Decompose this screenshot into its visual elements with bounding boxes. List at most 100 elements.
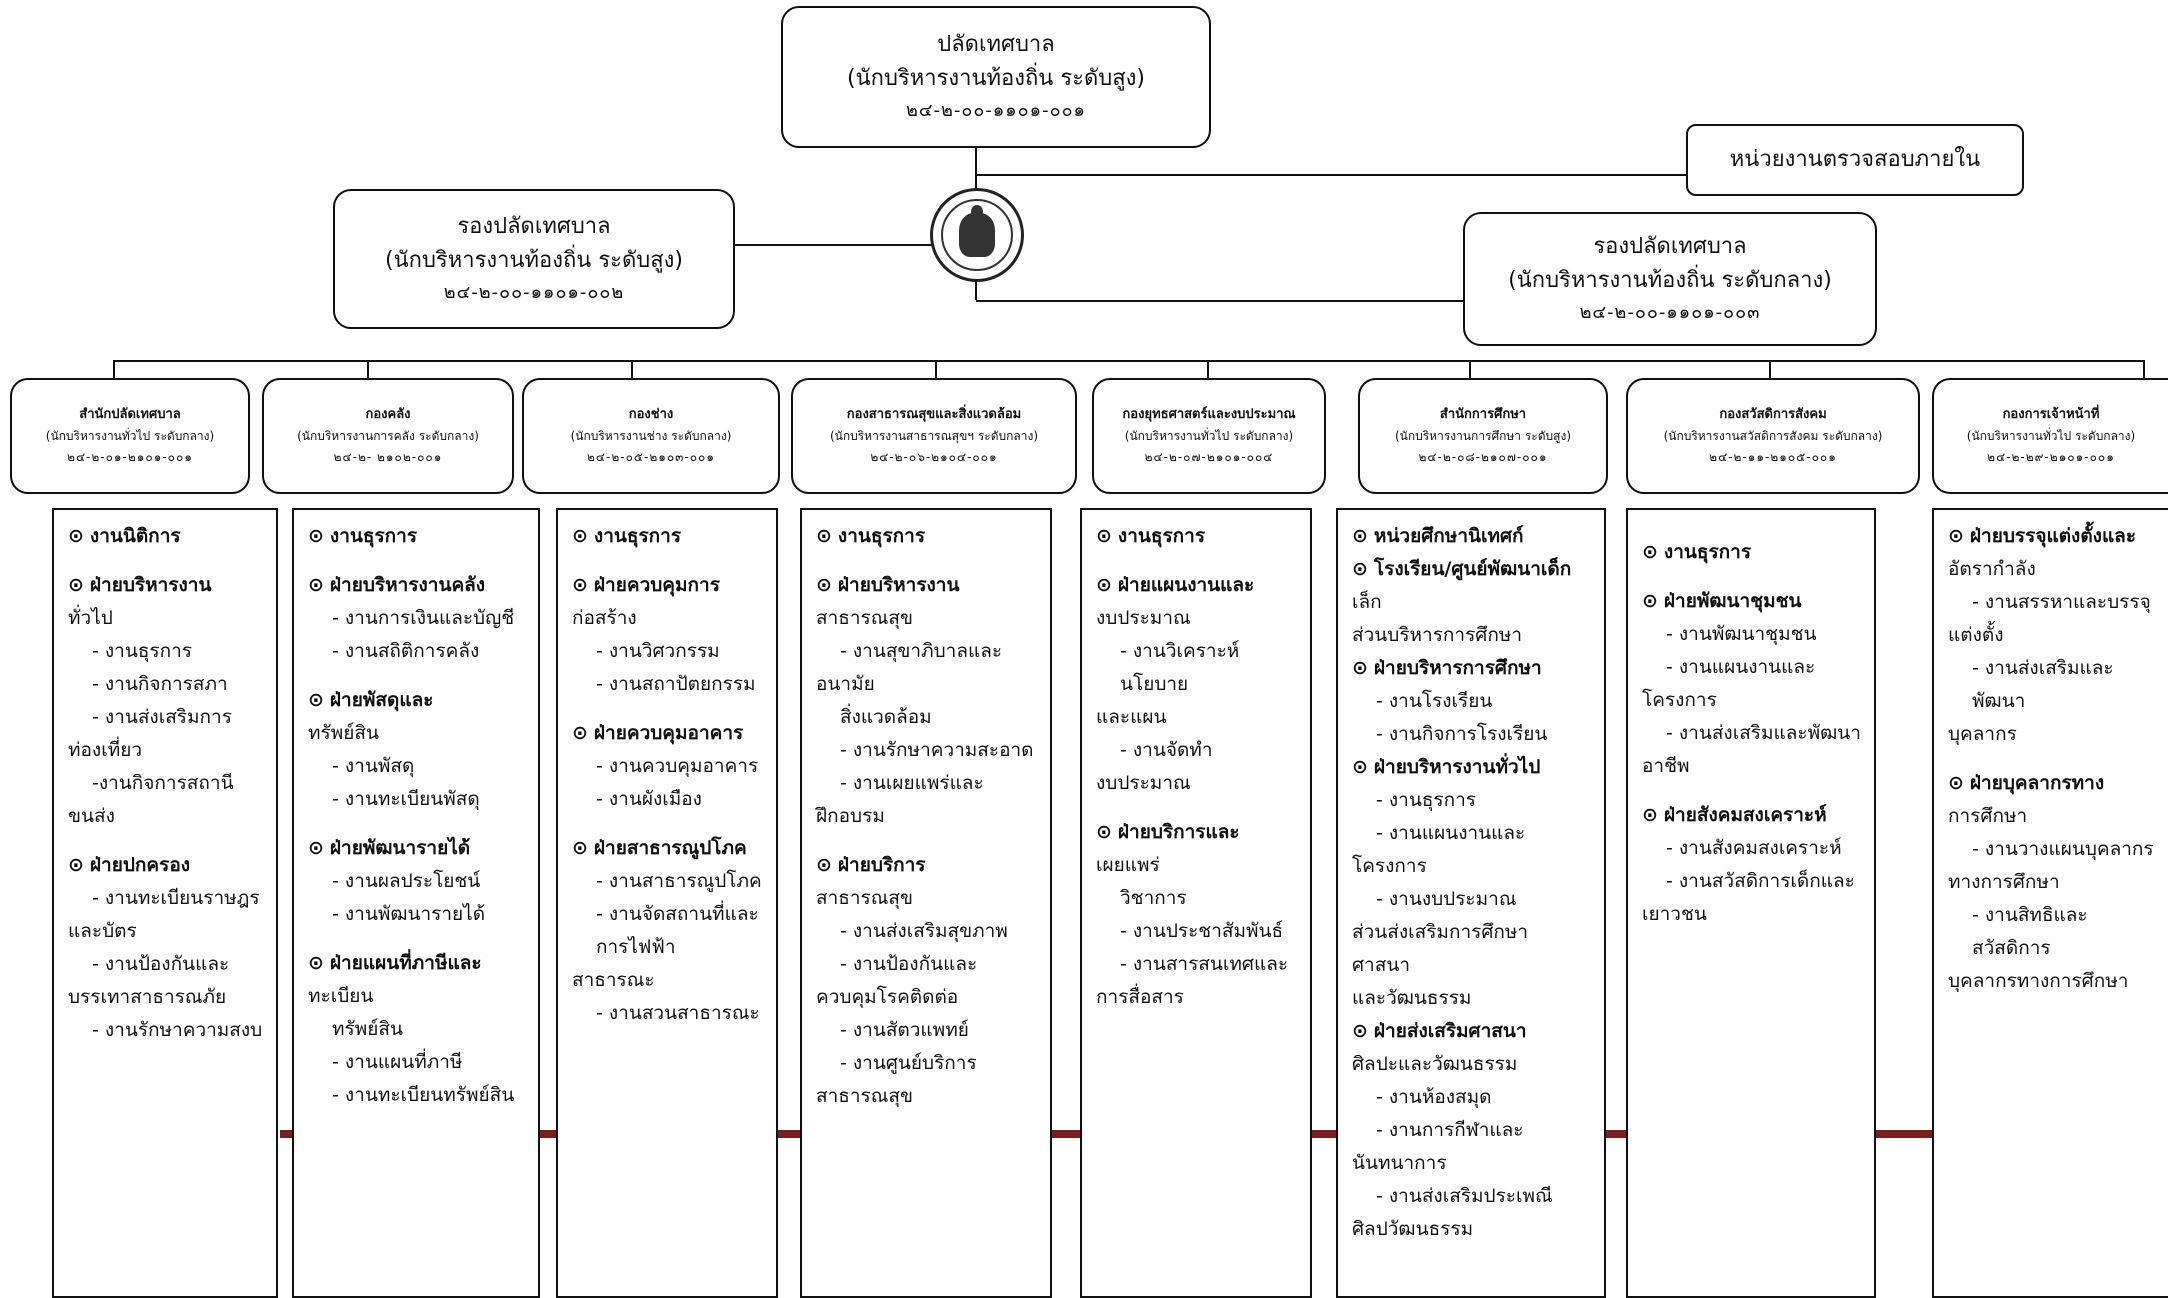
list-item: - งานพัสดุ (308, 750, 528, 783)
target-bullet-icon: ⊙ (816, 854, 832, 876)
target-bullet-icon: ⊙ (1642, 804, 1658, 826)
section-heading: ⊙ฝ่ายสาธารณูปโภค (572, 832, 766, 865)
target-bullet-icon: ⊙ (572, 525, 588, 547)
list-item: - งานส่งเสริมและพัฒนา (1642, 717, 1864, 750)
list-item: บุคลากร (1948, 718, 2158, 751)
item-text: - งานจัดทำ (1120, 739, 1213, 761)
section-heading: ⊙งานนิติการ (68, 520, 266, 553)
list-spacer (1642, 783, 1864, 799)
list-item: - งานป้องกันและ (68, 948, 266, 981)
section-heading: ⊙โรงเรียน/ศูนย์พัฒนาเด็ก (1352, 553, 1594, 586)
list-item: - งานสวัสดิการเด็กและ (1642, 865, 1864, 898)
dept-header-4[interactable]: กองสาธารณสุขและสิ่งแวดล้อม (นักบริหารงาน… (791, 378, 1077, 494)
item-text: - งานส่งเสริมประเพณี (1376, 1185, 1553, 1207)
list-item: - งานศูนย์บริการ (816, 1047, 1040, 1080)
item-text: เผยแพร่ (1096, 854, 1160, 876)
list-item: - งานทะเบียนทรัพย์สิน (308, 1079, 528, 1112)
section-heading: ⊙ฝ่ายควบคุมการ (572, 569, 766, 602)
list-item: นันทนาการ (1352, 1147, 1594, 1180)
dept-header-5[interactable]: กองยุทธศาสตร์และงบประมาณ (นักบริหารงานทั… (1092, 378, 1326, 494)
list-item: -งานกิจการสถานี (68, 767, 266, 800)
item-text: - งานเผยแพร่และ (840, 772, 984, 794)
dept-header-1[interactable]: สำนักปลัดเทศบาล (นักบริหารงานทั่วไป ระดั… (10, 378, 250, 494)
target-bullet-icon: ⊙ (308, 689, 324, 711)
item-text: - งานสรรหาและบรรจุ (1972, 591, 2151, 613)
list-item: ขนส่ง (68, 800, 266, 833)
list-item: โครงการ (1642, 684, 1864, 717)
audit-label: หน่วยงานตรวจสอบภายใน (1729, 147, 1981, 172)
section-heading: ⊙ฝ่ายพัฒนาชุมชน (1642, 585, 1864, 618)
target-bullet-icon: ⊙ (68, 574, 84, 596)
target-bullet-icon: ⊙ (308, 574, 324, 596)
list-item: - งานสรรหาและบรรจุ (1948, 586, 2158, 619)
dept-code: ๒๔-๒-๐๖-๒๑๐๔-๐๐๑ (870, 450, 998, 464)
dept-header-2[interactable]: กองคลัง (นักบริหารงานการคลัง ระดับกลาง) … (262, 378, 514, 494)
dept-header-7[interactable]: กองสวัสดิการสังคม (นักบริหารงานสวัสดิการ… (1626, 378, 1920, 494)
dept-code: ๒๔-๒- ๒๑๐๒-๐๐๑ (333, 450, 443, 464)
item-text: - งานธุรการ (1376, 789, 1477, 811)
deputy-right-box[interactable]: รองปลัดเทศบาล (นักบริหารงานท้องถิ่น ระดั… (1463, 212, 1877, 346)
section-heading: ⊙ฝ่ายสังคมสงเคราะห์ (1642, 799, 1864, 832)
item-text: - งานวิศวกรรม (596, 640, 720, 662)
item-text: ก่อสร้าง (572, 607, 637, 629)
list-item: - งานสารสนเทศและ (1096, 948, 1300, 981)
item-text: ฝ่ายบริหารงานทั่วไป (1373, 756, 1541, 778)
list-item: - งานสถิติการคลัง (308, 635, 528, 668)
dept-header-3[interactable]: กองช่าง (นักบริหารงานช่าง ระดับกลาง) ๒๔-… (522, 378, 780, 494)
list-item: - งานพัฒนาชุมชน (1642, 618, 1864, 651)
list-item: - งานการเงินและบัญชี (308, 602, 528, 635)
dept-level: (นักบริหารงานช่าง ระดับกลาง) (570, 429, 732, 443)
chief-box[interactable]: ปลัดเทศบาล (นักบริหารงานท้องถิ่น ระดับสู… (781, 6, 1211, 148)
dept-code: ๒๔-๒-๑๑-๒๑๐๕-๐๐๑ (1709, 450, 1837, 464)
list-item: งบประมาณ (1096, 767, 1300, 800)
connector-departments-bar (113, 360, 2143, 362)
section-heading: ⊙ฝ่ายพัฒนารายได้ (308, 832, 528, 865)
item-text: การศึกษา (1948, 805, 2028, 827)
band (540, 1130, 560, 1138)
drop-1 (113, 360, 115, 378)
list-item: - งานธุรการ (68, 635, 266, 668)
item-text: งานธุรการ (593, 525, 682, 547)
item-text: - งานจัดสถานที่และ (596, 903, 759, 925)
list-item: - งานห้องสมุด (1352, 1081, 1594, 1114)
dept-header-8[interactable]: กองการเจ้าหน้าที่ (นักบริหารงานทั่วไป ระ… (1932, 378, 2168, 494)
dept-level: (นักบริหารงานการศึกษา ระดับสูง) (1394, 429, 1572, 443)
item-text: งานธุรการ (329, 525, 418, 547)
drop-3 (631, 360, 633, 378)
item-text: โครงการ (1352, 855, 1427, 877)
list-item: - งานผลประโยชน์ (308, 865, 528, 898)
dept-header-6[interactable]: สำนักการศึกษา (นักบริหารงานการศึกษา ระดั… (1358, 378, 1608, 494)
deputy-left-box[interactable]: รองปลัดเทศบาล (นักบริหารงานท้องถิ่น ระดั… (333, 189, 735, 329)
audit-box[interactable]: หน่วยงานตรวจสอบภายใน (1686, 124, 2024, 196)
item-text: - งานควบคุมอาคาร (596, 755, 759, 777)
item-text: ขนส่ง (68, 805, 115, 827)
list-item: - งานป้องกันและ (816, 948, 1040, 981)
list-spacer (68, 553, 266, 569)
item-text: - งานสิทธิและสวัสดิการ (1972, 904, 2088, 959)
target-bullet-icon: ⊙ (1096, 821, 1112, 843)
target-bullet-icon: ⊙ (68, 854, 84, 876)
list-item: - งานงบประมาณ (1352, 883, 1594, 916)
list-item: โครงการ (1352, 850, 1594, 883)
item-text: ส่วนบริหารการศึกษา (1352, 624, 1523, 646)
item-text: โรงเรียน/ศูนย์พัฒนาเด็ก (1373, 558, 1572, 580)
item-text: - งานป้องกันและ (92, 953, 230, 975)
list-item: ทางการศึกษา (1948, 866, 2158, 899)
section-heading: ⊙ฝ่ายส่งเสริมศาสนา (1352, 1015, 1594, 1048)
list-item: - งานสังคมสงเคราะห์ (1642, 832, 1864, 865)
list-item: - งานทะเบียนพัสดุ (308, 783, 528, 816)
list-spacer (308, 668, 528, 684)
target-bullet-icon: ⊙ (1948, 525, 1964, 547)
municipal-seal-icon (930, 188, 1024, 282)
list-item: - งานวิศวกรรม (572, 635, 766, 668)
section-heading: ⊙ฝ่ายบริหารงาน (816, 569, 1040, 602)
list-spacer (68, 833, 266, 849)
section-heading: ⊙หน่วยศึกษานิเทศก์ (1352, 520, 1594, 553)
list-spacer (816, 553, 1040, 569)
list-item: - งานวางแผนบุคลากร (1948, 833, 2158, 866)
list-spacer (1642, 520, 1864, 536)
list-item: สิ่งแวดล้อม (816, 701, 1040, 734)
list-item: แต่งตั้ง (1948, 619, 2158, 652)
dept-level: (นักบริหารงานสาธารณสุขฯ ระดับกลาง) (829, 429, 1039, 443)
item-text: อัตรากำลัง (1948, 558, 2036, 580)
